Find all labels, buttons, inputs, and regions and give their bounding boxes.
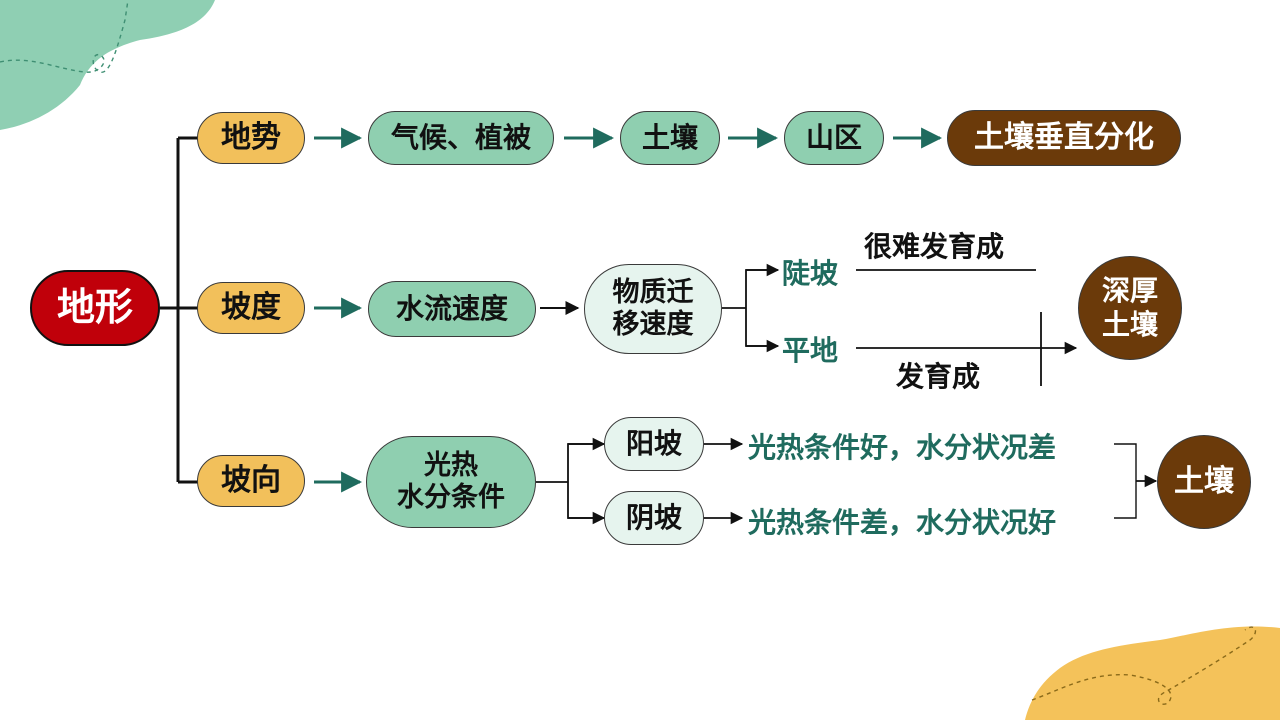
sunny-slope-node: 阳坡 <box>604 417 704 471</box>
shady-slope-node: 阴坡 <box>604 491 704 545</box>
flat-note-label: 发育成 <box>896 360 981 393</box>
fork-3 <box>536 443 602 519</box>
flat-land-label: 平地 <box>782 334 839 367</box>
branch-slope: 坡度 <box>197 282 305 334</box>
sunny-slope-description: 光热条件好，水分状况差 <box>748 431 1057 464</box>
corner-blob-bottom-right <box>1025 626 1280 720</box>
root-branch-connector <box>160 136 198 484</box>
steep-note-label: 很难发育成 <box>864 230 1005 263</box>
thick-soil-node: 深厚 土壤 <box>1078 256 1182 360</box>
material-migration-speed-node: 物质迁 移速度 <box>584 264 722 354</box>
branch-relief: 地势 <box>197 112 305 164</box>
water-flow-speed-node: 水流速度 <box>368 281 536 337</box>
soil-node: 土壤 <box>620 111 720 165</box>
soil-result-node: 土壤 <box>1157 435 1251 529</box>
fork-2 <box>722 269 776 347</box>
branch-aspect: 坡向 <box>197 455 305 507</box>
corner-blob-top-left <box>0 0 215 130</box>
merge-bracket <box>1114 443 1137 519</box>
light-heat-water-node: 光热 水分条件 <box>366 436 536 528</box>
climate-vegetation-node: 气候、植被 <box>368 111 554 165</box>
shady-slope-description: 光热条件差，水分状况好 <box>748 506 1057 539</box>
mountain-node: 山区 <box>784 111 884 165</box>
vertical-soil-zonation-node: 土壤垂直分化 <box>947 110 1181 166</box>
steep-slope-label: 陡坡 <box>782 257 839 290</box>
root-terrain: 地形 <box>30 270 160 346</box>
corner-dash-top-left <box>0 0 129 73</box>
corner-dash-bottom-right <box>1031 626 1257 705</box>
